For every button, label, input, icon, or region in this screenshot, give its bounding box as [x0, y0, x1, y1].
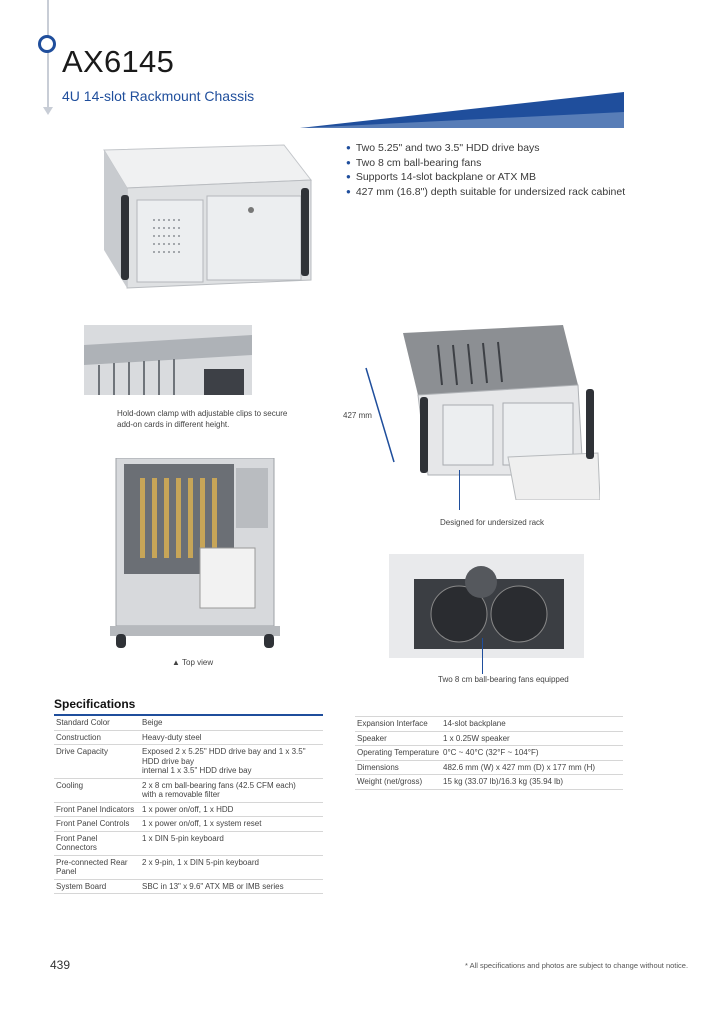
- hold-down-clamp-photo: [84, 325, 252, 395]
- spec-value: 0°C ~ 40°C (32°F ~ 104°F): [443, 745, 623, 761]
- spec-key: Weight (net/gross): [355, 774, 443, 790]
- spec-key: System Board: [54, 879, 142, 894]
- spec-value-line: 2 x 8 cm ball-bearing fans (42.5 CFM eac…: [142, 780, 296, 790]
- table-row: Weight (net/gross)15 kg (33.07 lb)/16.3 …: [355, 774, 623, 790]
- top-view-caption: ▲ Top view: [172, 658, 214, 667]
- undersized-caption: Designed for undersized rack: [440, 518, 545, 527]
- spec-key: Cooling: [54, 778, 142, 803]
- spec-key: Dimensions: [355, 760, 443, 775]
- page-subtitle: 4U 14-slot Rackmount Chassis: [62, 88, 255, 104]
- spec-value-line: with a removable filter: [142, 790, 220, 799]
- spec-value: Exposed 2 x 5.25" HDD drive bay and 1 x …: [142, 744, 323, 779]
- spec-key: Front Panel Controls: [54, 816, 142, 832]
- arrow-down-icon: [43, 107, 53, 115]
- caption-line: Hold-down clamp with adjustable clips to…: [117, 409, 288, 418]
- spec-value: Heavy-duty steel: [142, 730, 323, 745]
- feature-item: 427 mm (16.8") depth suitable for unders…: [346, 185, 625, 200]
- callout-line: [459, 470, 460, 510]
- depth-dimension-line: [365, 367, 395, 463]
- depth-label: 427 mm: [343, 411, 372, 420]
- spec-value: 1 x DIN 5-pin keyboard: [142, 831, 323, 856]
- page-title: AX6145: [62, 44, 175, 79]
- feature-item: Supports 14-slot backplane or ATX MB: [346, 170, 625, 185]
- specs-rule: [54, 714, 323, 716]
- callout-line: [482, 638, 483, 674]
- timeline-line: [47, 0, 49, 110]
- feature-list: Two 5.25" and two 3.5" HDD drive bays Tw…: [346, 141, 625, 199]
- feature-item: Two 5.25" and two 3.5" HDD drive bays: [346, 141, 625, 156]
- spec-value: SBC in 13" x 9.6" ATX MB or IMB series: [142, 879, 323, 894]
- fans-photo: [389, 554, 584, 658]
- circle-marker-icon: [38, 35, 56, 53]
- spec-value: 2 x 8 cm ball-bearing fans (42.5 CFM eac…: [142, 778, 323, 803]
- header-banner: [300, 92, 624, 128]
- spec-key: Standard Color: [54, 716, 142, 731]
- footnote: * All specifications and photos are subj…: [465, 961, 689, 970]
- spec-key: Drive Capacity: [54, 744, 142, 779]
- fans-caption: Two 8 cm ball-bearing fans equipped: [438, 675, 569, 684]
- spec-value: 1 x power on/off, 1 x system reset: [142, 816, 323, 832]
- spec-value-line: internal 1 x 3.5" HDD drive bay: [142, 766, 252, 775]
- feature-item: Two 8 cm ball-bearing fans: [346, 156, 625, 171]
- chassis-front-photo: [103, 144, 312, 289]
- spec-value: 482.6 mm (W) x 427 mm (D) x 177 mm (H): [443, 760, 623, 775]
- spec-key: Speaker: [355, 731, 443, 746]
- spec-value: Beige: [142, 716, 323, 731]
- page-number: 439: [50, 958, 71, 972]
- spec-key: Front Panel Connectors: [54, 831, 142, 856]
- chassis-open-photo: [403, 325, 600, 500]
- caption-line: add-on cards in different height.: [117, 420, 230, 429]
- spec-value: 15 kg (33.07 lb)/16.3 kg (35.94 lb): [443, 774, 623, 790]
- specs-title: Specifications: [54, 697, 136, 711]
- spec-key: Construction: [54, 730, 142, 745]
- spec-value: 14-slot backplane: [443, 716, 623, 732]
- top-view-photo: [110, 458, 280, 648]
- spec-key: Operating Temperature: [355, 745, 443, 761]
- spec-key: Pre-connected Rear Panel: [54, 855, 142, 880]
- spec-key: Front Panel Indicators: [54, 802, 142, 817]
- spec-key: Expansion Interface: [355, 716, 443, 732]
- spec-value: 1 x power on/off, 1 x HDD: [142, 802, 323, 817]
- spec-value: 2 x 9-pin, 1 x DIN 5-pin keyboard: [142, 855, 323, 880]
- spec-value: 1 x 0.25W speaker: [443, 731, 623, 746]
- spec-value-line: Exposed 2 x 5.25" HDD drive bay and 1 x …: [142, 747, 306, 766]
- hold-down-caption: Hold-down clamp with adjustable clips to…: [117, 408, 287, 430]
